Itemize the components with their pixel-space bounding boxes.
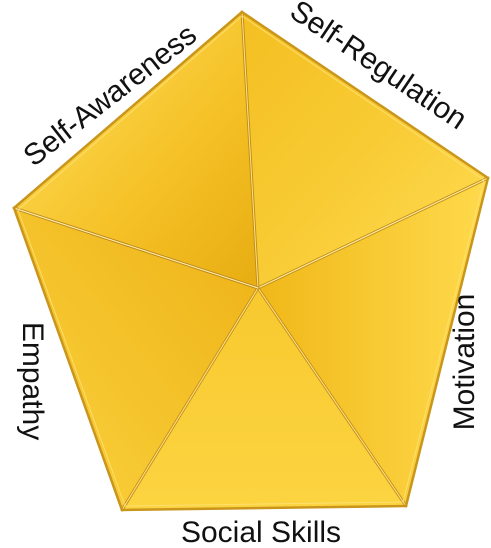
label-motivation: Motivation xyxy=(448,294,481,431)
label-social-skills: Social Skills xyxy=(181,516,341,548)
label-empathy: Empathy xyxy=(16,322,49,440)
